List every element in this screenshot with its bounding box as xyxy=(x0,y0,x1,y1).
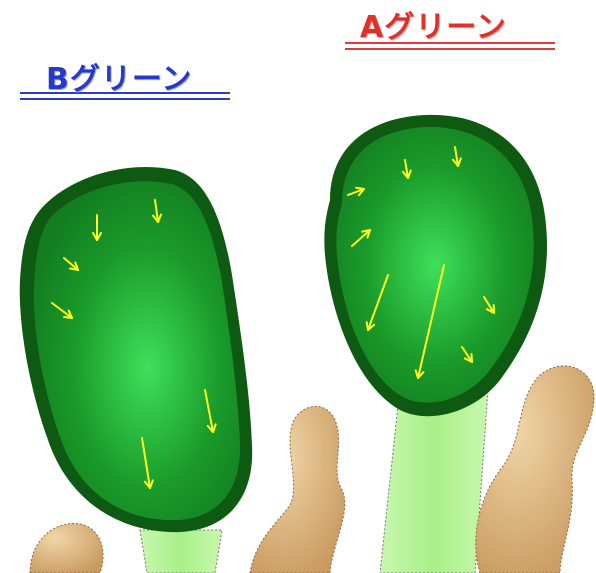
green-a-title: Aグリーン xyxy=(360,2,507,46)
green-b-stem xyxy=(140,530,222,573)
green-a-stem xyxy=(380,390,488,573)
tan-bump-middle xyxy=(250,406,345,573)
green-b-title: Bグリーン xyxy=(46,54,192,98)
title-b-underline-bottom xyxy=(20,98,230,100)
tan-bump-left xyxy=(30,523,103,573)
tan-bump-right xyxy=(476,366,594,573)
title-a-underline-bottom xyxy=(345,48,555,50)
